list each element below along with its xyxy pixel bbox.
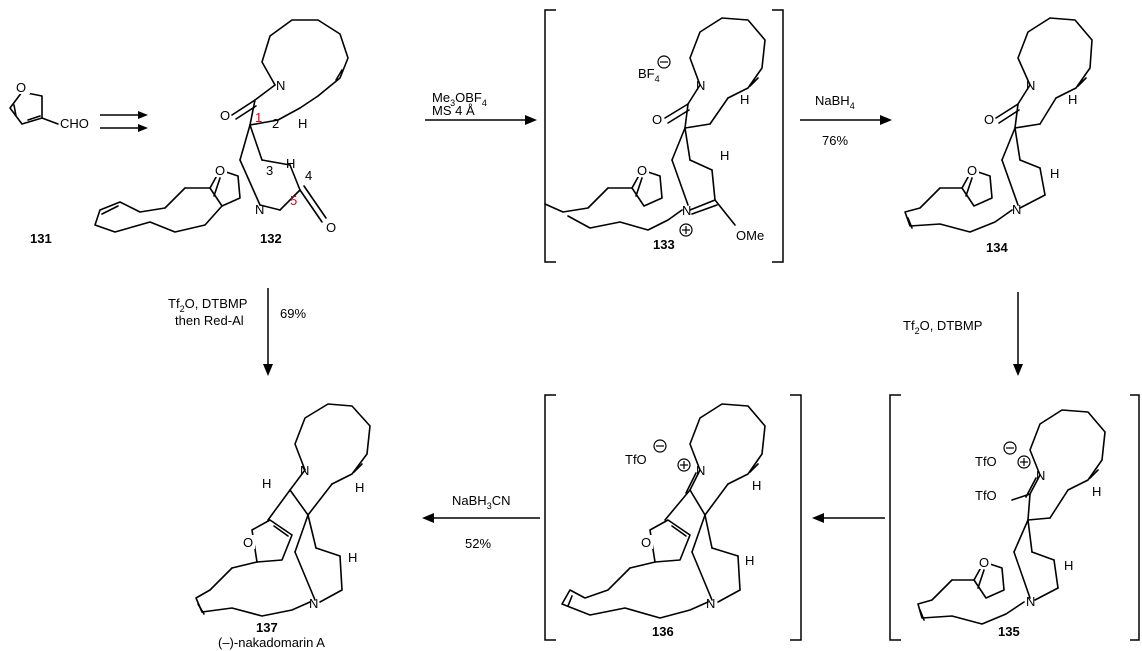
atom-label: H: [1050, 166, 1059, 181]
counterion-label: TfO: [975, 454, 997, 469]
reaction-arrow-step2: NaBH4 76%: [800, 93, 892, 148]
atom-label: H: [286, 156, 295, 171]
atom-label: O: [243, 535, 253, 550]
atom-label: N: [1036, 468, 1045, 483]
reagent-label: Tf2O, DTBMP: [903, 318, 982, 336]
compound-label-134: 134: [986, 240, 1008, 255]
atom-label: N: [1026, 594, 1035, 609]
atom-label: H: [1068, 92, 1077, 107]
atom-label: H: [745, 553, 754, 568]
reaction-arrow-step3: Tf2O, DTBMP: [903, 292, 1023, 376]
atom-label: OMe: [736, 228, 764, 243]
reaction-arrow-step-135-136: [812, 513, 885, 523]
reagent-label: then Red-Al: [175, 313, 244, 328]
atom-label: H: [262, 476, 271, 491]
reagent-label: NaBH3CN: [452, 493, 510, 511]
atom-label: H: [298, 116, 307, 131]
reaction-arrow-step5: NaBH3CN 52%: [422, 493, 540, 551]
yield-label: 52%: [465, 536, 491, 551]
reaction-arrow-step4: Tf2O, DTBMP then Red-Al 69%: [168, 288, 306, 376]
atom-label: H: [740, 92, 749, 107]
atom-label: N: [1026, 78, 1035, 93]
atom-label: N: [696, 78, 705, 93]
intermediate-133: O N O H H N OMe BF4 133: [544, 9, 784, 263]
position-number: 3: [266, 163, 273, 178]
position-number: 4: [305, 168, 312, 183]
atom-label: N: [682, 203, 691, 218]
position-number: 5: [290, 193, 297, 208]
atom-label: O: [215, 163, 225, 178]
atom-label: CHO: [60, 116, 89, 131]
intermediate-135: O N TfO TfO H H N 135: [889, 394, 1140, 641]
compound-label-135: 135: [998, 624, 1020, 639]
atom-label: H: [355, 480, 364, 495]
compound-label-132: 132: [260, 231, 282, 246]
atom-label: O: [326, 220, 336, 235]
atom-label: H: [1064, 558, 1073, 573]
atom-label: N: [696, 463, 705, 478]
compound-label-133: 133: [653, 237, 675, 252]
atom-label: O: [967, 163, 977, 178]
molecule-137: O N H H H N 137 (–)-nakadomarin A: [195, 403, 371, 650]
molecule-131: O CHO 131: [9, 80, 89, 246]
atom-label: N: [706, 596, 715, 611]
atom-label: TfO: [975, 488, 997, 503]
molecule-132: O N O H H N O 1 2 3 4 5 132: [94, 19, 349, 246]
compound-label-131: 131: [30, 231, 52, 246]
atom-label: O: [16, 80, 26, 95]
yield-label: 69%: [280, 306, 306, 321]
atom-label: N: [1012, 202, 1021, 217]
reagent-label: MS 4 Å: [432, 103, 475, 118]
reagent-label: Me3OBF4: [432, 90, 487, 108]
atom-label: N: [300, 463, 309, 478]
reaction-arrow-step1: Me3OBF4 MS 4 Å: [425, 90, 537, 125]
atom-label: H: [1092, 484, 1101, 499]
atom-label: N: [276, 78, 285, 93]
atom-label: H: [752, 478, 761, 493]
atom-label: H: [348, 550, 357, 565]
reagent-label: Tf2O, DTBMP: [168, 296, 247, 314]
position-number: 2: [272, 116, 279, 131]
atom-label: O: [984, 112, 994, 127]
natural-product-name: (–)-nakadomarin A: [218, 635, 325, 650]
intermediate-136: O N TfO H H N 136: [544, 394, 802, 641]
counterion-label: BF4: [638, 66, 660, 84]
yield-label: 76%: [822, 133, 848, 148]
position-number: 1: [255, 110, 262, 125]
atom-label: H: [720, 148, 729, 163]
multistep-arrow: [100, 111, 148, 132]
atom-label: O: [652, 112, 662, 127]
atom-label: O: [637, 163, 647, 178]
atom-label: O: [220, 108, 230, 123]
molecule-134: O N O H H N 134: [904, 17, 1093, 255]
counterion-label: TfO: [625, 452, 647, 467]
compound-label-136: 136: [652, 624, 674, 639]
atom-label: O: [979, 555, 989, 570]
atom-label: N: [255, 202, 264, 217]
reagent-label: NaBH4: [815, 93, 855, 111]
compound-label-137: 137: [256, 620, 278, 635]
atom-label: N: [309, 596, 318, 611]
atom-label: O: [641, 535, 651, 550]
